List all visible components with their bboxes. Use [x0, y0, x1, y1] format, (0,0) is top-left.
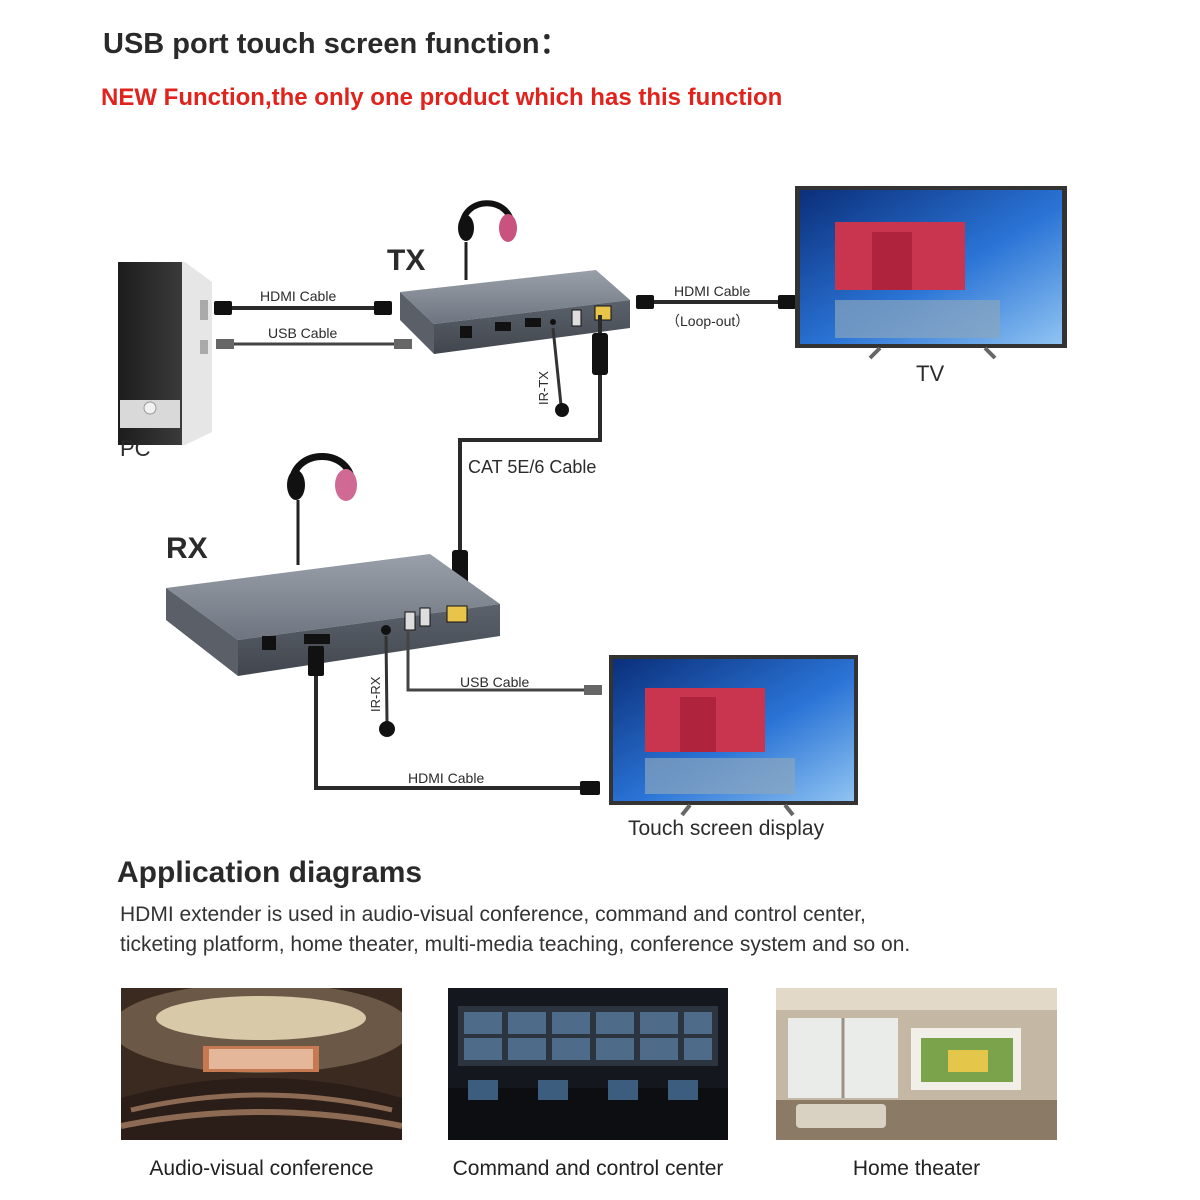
rx-label: RX [166, 532, 208, 565]
connection-diagram: PC HDMI Cable USB Cable TX IR-TX [118, 186, 1067, 840]
hdmi-cable-pc [214, 301, 392, 315]
audio-visual-conference-caption: Audio-visual conference [149, 1157, 374, 1180]
pc-tower [118, 262, 212, 445]
home-theater-caption: Home theater [852, 1157, 981, 1180]
command-control-center-photo [448, 988, 728, 1140]
hdmi-cable-tv [636, 295, 796, 309]
usb-cable-pc [216, 339, 412, 349]
tv-label: TV [916, 361, 944, 386]
tv-display [795, 186, 1067, 360]
ir-tx-sensor [551, 327, 569, 417]
touch-screen-label: Touch screen display [628, 817, 825, 840]
page-subtitle: NEW Function,the only one product which … [101, 84, 783, 111]
loop-out-label: （Loop-out） [666, 313, 749, 329]
tx-label: TX [387, 244, 425, 277]
ir-rx-label: IR-RX [368, 676, 383, 712]
ir-tx-label: IR-TX [536, 371, 551, 405]
rx-extender-unit [166, 554, 500, 676]
applications-description-line2: ticketing platform, home theater, multi-… [120, 933, 911, 956]
applications-description-line1: HDMI extender is used in audio-visual co… [120, 903, 866, 926]
applications-title: Application diagrams [117, 856, 423, 889]
usb-cable-rx [406, 630, 602, 695]
home-theater-photo [776, 988, 1057, 1140]
cat-cable [452, 315, 608, 588]
tx-extender-unit [400, 270, 630, 354]
usb-cable-pc-label: USB Cable [268, 325, 337, 341]
usb-cable-rx-label: USB Cable [460, 674, 529, 690]
hdmi-cable-rx [308, 646, 600, 795]
hdmi-cable-rx-label: HDMI Cable [408, 770, 484, 786]
rx-headphones-icon [287, 453, 357, 565]
touch-screen-display [609, 655, 858, 817]
page-title: USB port touch screen function： [103, 28, 569, 60]
cat-cable-label: CAT 5E/6 Cable [468, 457, 596, 477]
pc-label: PC [120, 436, 151, 461]
audio-visual-conference-photo [121, 988, 402, 1140]
command-control-center-caption: Command and control center [452, 1157, 724, 1180]
hdmi-cable-pc-label: HDMI Cable [260, 288, 336, 304]
hdmi-cable-tv-label: HDMI Cable [674, 283, 750, 299]
ir-rx-sensor [379, 635, 395, 737]
tx-headphones-icon [458, 200, 517, 280]
